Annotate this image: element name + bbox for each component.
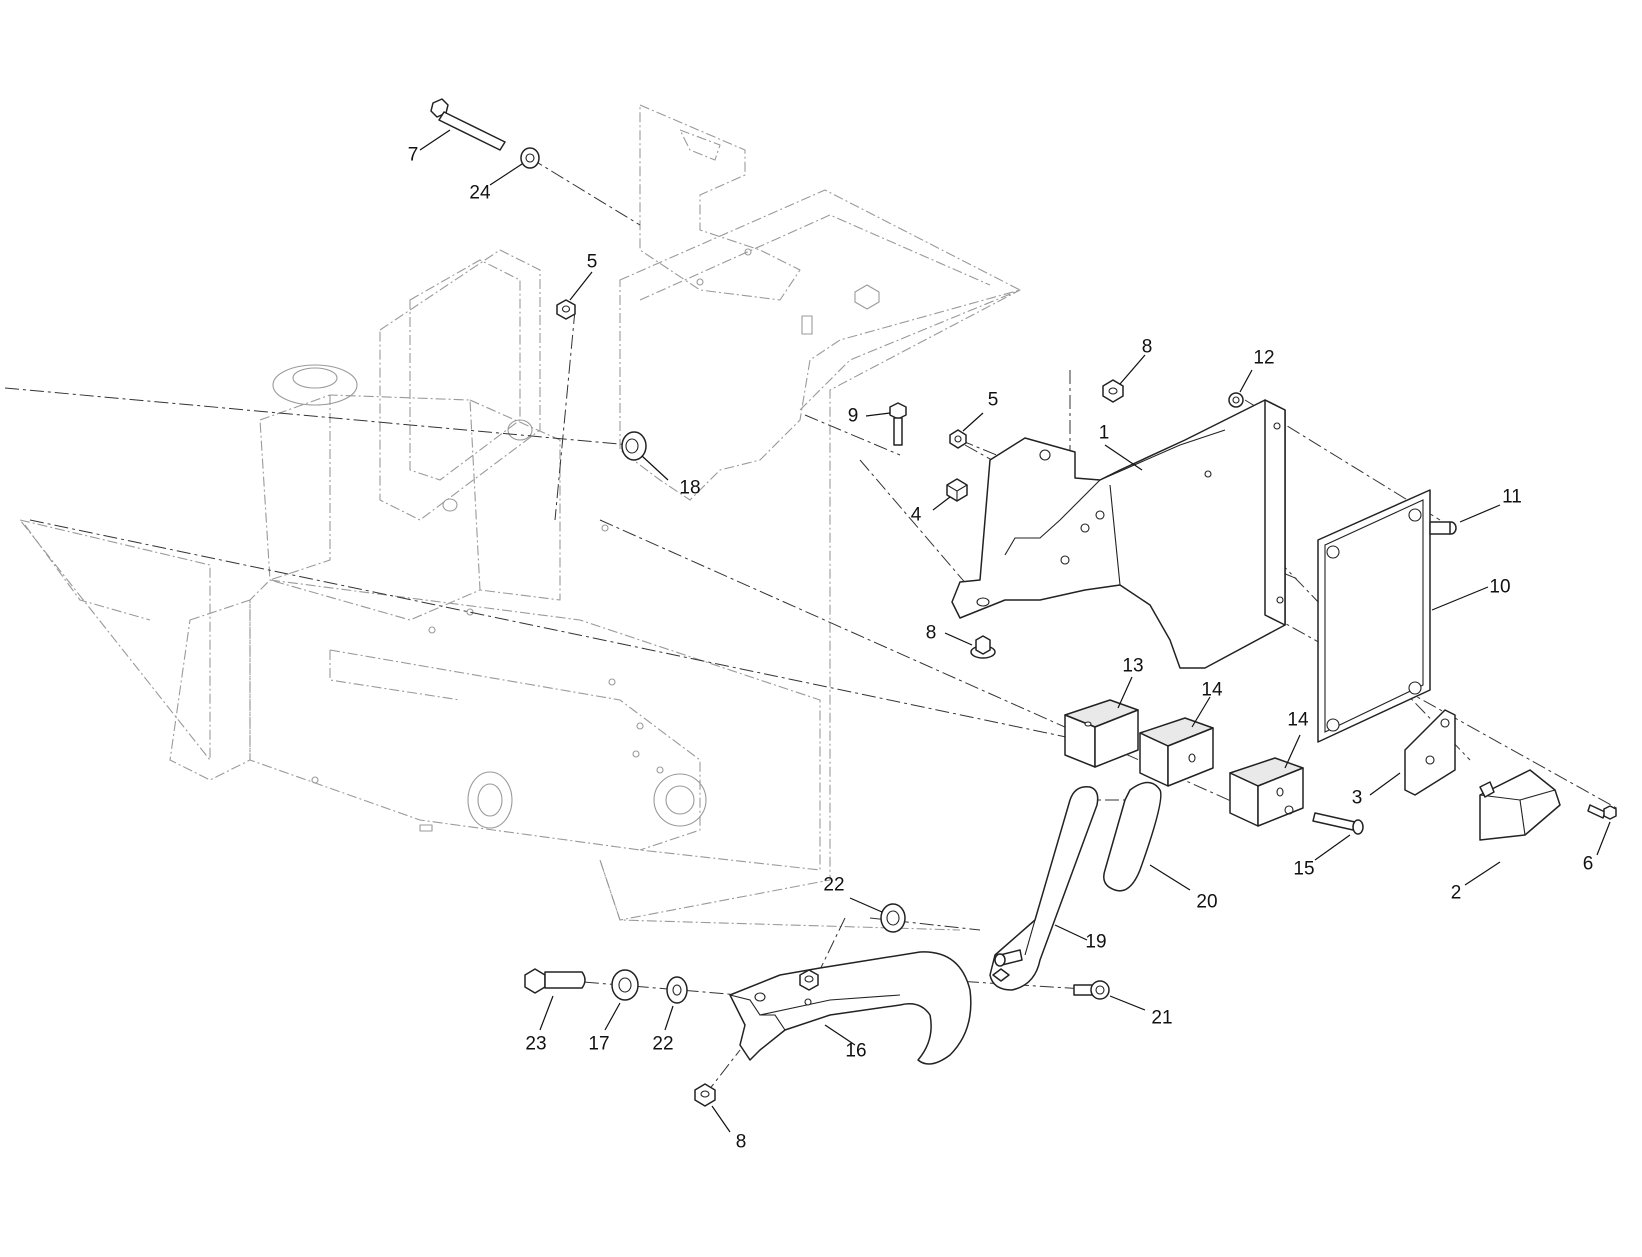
part-19-lever: [989, 786, 1099, 991]
callout-24: 24: [469, 183, 491, 204]
part-24-washer: [520, 147, 540, 169]
part-12-nut: [1228, 392, 1244, 408]
callout-21: 21: [1151, 1008, 1172, 1029]
part-20-grip: [1103, 781, 1162, 892]
callout-19: 19: [1085, 932, 1106, 953]
callout-20: 20: [1196, 892, 1217, 913]
part-8-nut-mid: [970, 635, 996, 659]
part-22-washer-top: [880, 903, 906, 933]
callout-22-bottom: 22: [652, 1034, 673, 1055]
callout-9: 9: [848, 406, 859, 427]
callout-14-a: 14: [1201, 680, 1223, 701]
callout-7: 7: [408, 145, 419, 166]
callout-16: 16: [845, 1041, 866, 1062]
part-1-bracket: [951, 399, 1286, 669]
callout-12: 12: [1253, 348, 1274, 369]
callout-11: 11: [1502, 487, 1522, 508]
callout-2: 2: [1451, 883, 1462, 904]
ghosted-frame-assembly: [19, 104, 1021, 931]
leader-lines: [419, 129, 1611, 1133]
part-11-pin: [1429, 521, 1457, 535]
callout-13: 13: [1122, 656, 1143, 677]
part-17-washer: [611, 969, 639, 1001]
callout-1: 1: [1099, 423, 1110, 444]
part-21-bolt: [1073, 980, 1110, 1000]
part-23-bolt: [524, 968, 586, 994]
part-14-pad-a: [1139, 717, 1214, 787]
callout-6: 6: [1583, 854, 1594, 875]
callout-23: 23: [525, 1034, 546, 1055]
part-7-bolt: [430, 98, 506, 151]
callout-8-mid: 8: [926, 623, 937, 644]
part-4-nut: [946, 478, 968, 502]
callout-14-b: 14: [1287, 710, 1309, 731]
part-8-nut-bottom: [694, 1083, 716, 1107]
callout-22-top: 22: [823, 875, 844, 896]
part-2-bumper: [1479, 769, 1561, 841]
callout-5-right: 5: [988, 390, 999, 411]
part-9-bolt: [889, 402, 907, 446]
part-5-nut-right: [949, 429, 967, 449]
callout-17: 17: [588, 1034, 609, 1055]
callout-5-left: 5: [587, 252, 598, 273]
part-14-pad-b: [1229, 757, 1304, 827]
part-5-nut-left: [556, 299, 576, 320]
callout-18: 18: [679, 478, 700, 499]
callout-3: 3: [1352, 788, 1363, 809]
part-18-bushing: [621, 431, 647, 461]
callout-4: 4: [911, 505, 922, 526]
part-22-washer-bottom: [666, 976, 688, 1004]
callout-10: 10: [1489, 577, 1510, 598]
part-10-plate: [1317, 489, 1431, 743]
callout-labels: 7 24 5 18 9 5 4 8 12 1 11 10 8 13 14 14 …: [408, 145, 1594, 1153]
part-15-screw: [1312, 812, 1364, 835]
callout-8-bottom: 8: [736, 1132, 747, 1153]
callout-15: 15: [1293, 859, 1314, 880]
callout-8-top: 8: [1142, 337, 1153, 358]
part-6-screw: [1587, 804, 1617, 820]
part-3-bracket: [1404, 709, 1456, 796]
part-16-latch-hook: [729, 951, 972, 1065]
part-8-nut-top: [1102, 379, 1124, 403]
part-13-pad: [1064, 699, 1139, 768]
